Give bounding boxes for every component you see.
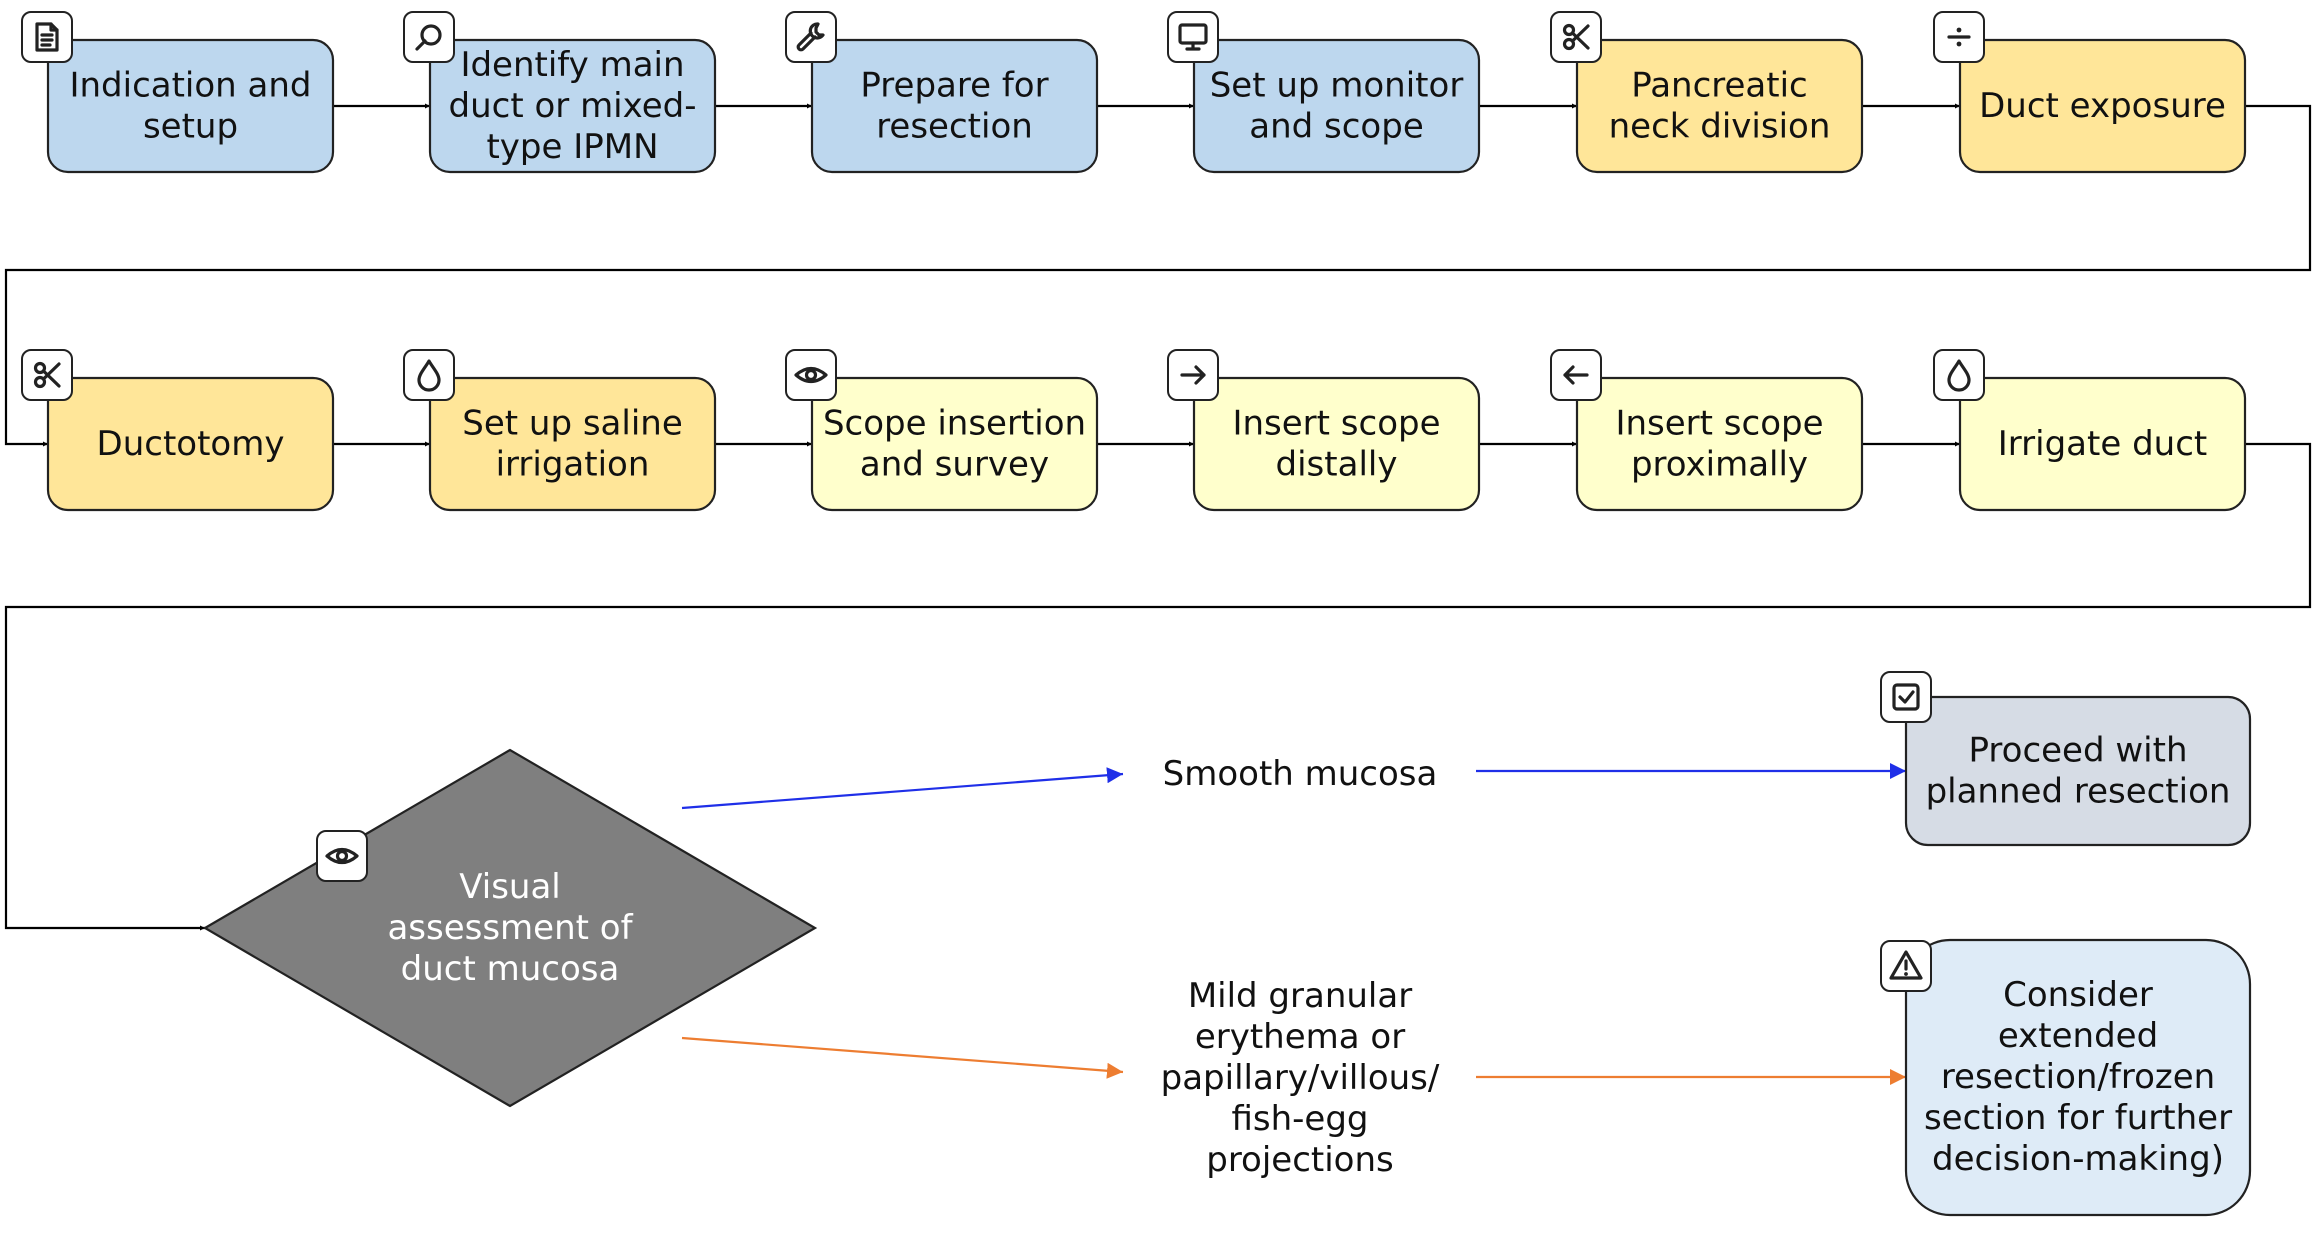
step-label: setup [143,107,238,147]
step-label: Identify main [460,45,684,85]
outcome-label: Proceed with [1969,731,2188,771]
step-12-box: Irrigate duct [1933,349,2247,512]
wrench-icon [785,11,837,63]
branch-arrow [681,767,1124,810]
eye-icon [316,830,368,882]
branch-label: Mild granular [1188,976,1412,1016]
outcome-label: resection/frozen [1941,1057,2215,1097]
document-icon [21,11,73,63]
step-label: Duct exposure [1979,86,2226,126]
step-label: Indication and [69,66,311,106]
branch-label: fish-egg [1231,1099,1368,1139]
outcome-label: section for further [1924,1098,2232,1138]
scissors-icon [1550,11,1602,63]
monitor-icon [1167,11,1219,63]
step-label: irrigation [496,445,650,485]
droplet-icon [403,349,455,401]
step-label: Insert scope [1232,404,1440,444]
outcome-label: planned resection [1926,772,2231,812]
step-label: Set up saline [462,404,683,444]
step-label: Pancreatic [1631,66,1808,106]
wrap-connector [4,442,2312,931]
branch-label: Smooth mucosa [1163,754,1438,794]
outcome-box: Considerextendedresection/frozensection … [1880,938,2252,1217]
step-label: neck division [1609,107,1831,147]
outcome-label: extended [1998,1016,2158,1056]
step-label: Ductotomy [97,424,285,464]
check-square-icon [1880,671,1932,723]
step-7-box: Ductotomy [21,349,335,512]
step-label: Prepare for [860,66,1048,106]
warning-icon [1880,940,1932,992]
step-label: Irrigate duct [1998,424,2207,464]
arrow-right-icon [1167,349,1219,401]
step-label: duct or mixed- [449,86,697,126]
search-icon [403,11,455,63]
step-label: proximally [1631,445,1808,485]
branch-arrow [681,1036,1124,1079]
step-label: Scope insertion [823,404,1086,444]
step-label: distally [1276,445,1398,485]
step-label: Set up monitor [1210,66,1464,106]
step-label: type IPMN [486,127,658,167]
decision-label: assessment of [387,908,633,948]
branch-label: papillary/villous/ [1161,1058,1440,1098]
decision-label: Visual [459,867,561,907]
divide-icon [1933,11,1985,63]
step-label: and scope [1249,107,1423,147]
step-6-box: Duct exposure [1933,11,2247,174]
scissors-icon [21,349,73,401]
arrow-left-icon [1550,349,1602,401]
eye-icon [785,349,837,401]
step-label: resection [876,107,1033,147]
step-label: and survey [860,445,1049,485]
branch-label: erythema or [1195,1017,1405,1057]
wrap-connector [4,104,2312,447]
droplet-icon [1933,349,1985,401]
decision-label: duct mucosa [401,949,620,989]
outcome-label: Consider [2003,975,2153,1015]
branch-label: projections [1206,1140,1394,1180]
step-label: Insert scope [1615,404,1823,444]
outcome-label: decision-making) [1932,1139,2224,1179]
